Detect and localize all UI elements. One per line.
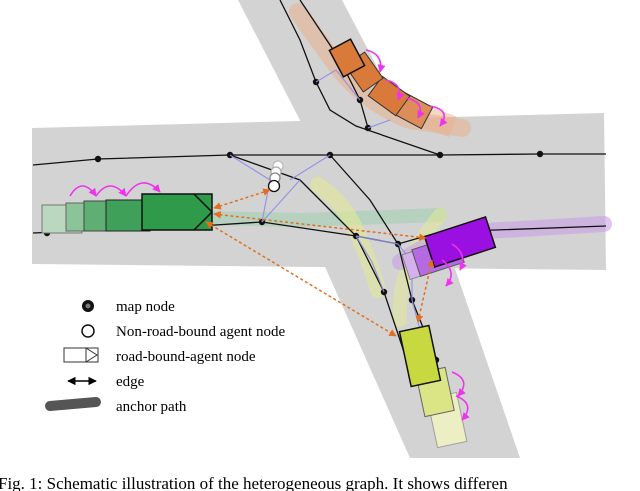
legend-item-nonroad-node: Non-road-bound agent node xyxy=(81,324,285,340)
vehicle-yellow xyxy=(398,324,468,449)
legend-item-anchor-path: anchor path xyxy=(45,397,187,415)
legend-item-map-node: map node xyxy=(82,299,175,315)
legend: map node Non-road-bound agent node road-… xyxy=(45,299,285,415)
agent-edges xyxy=(205,188,435,337)
lane-line-north-a xyxy=(279,0,441,156)
legend-label-roadbound-node: road-bound-agent node xyxy=(116,349,256,365)
legend-item-roadbound-node: road-bound-agent node xyxy=(63,347,256,365)
temporal-edges xyxy=(69,49,470,421)
figure-caption: Fig. 1: Schematic illustration of the he… xyxy=(0,474,508,491)
legend-label-anchor-path: anchor path xyxy=(116,399,187,415)
legend-label-nonroad-node: Non-road-bound agent node xyxy=(116,324,285,340)
vehicle-green xyxy=(41,193,214,234)
legend-item-edge: edge xyxy=(67,374,145,390)
lane-line-north-b xyxy=(299,0,369,129)
legend-label-map-node: map node xyxy=(116,299,175,315)
vehicle-orange xyxy=(328,38,457,138)
pedestrian-agent-nodes xyxy=(267,160,284,193)
legend-label-edge: edge xyxy=(116,374,145,390)
